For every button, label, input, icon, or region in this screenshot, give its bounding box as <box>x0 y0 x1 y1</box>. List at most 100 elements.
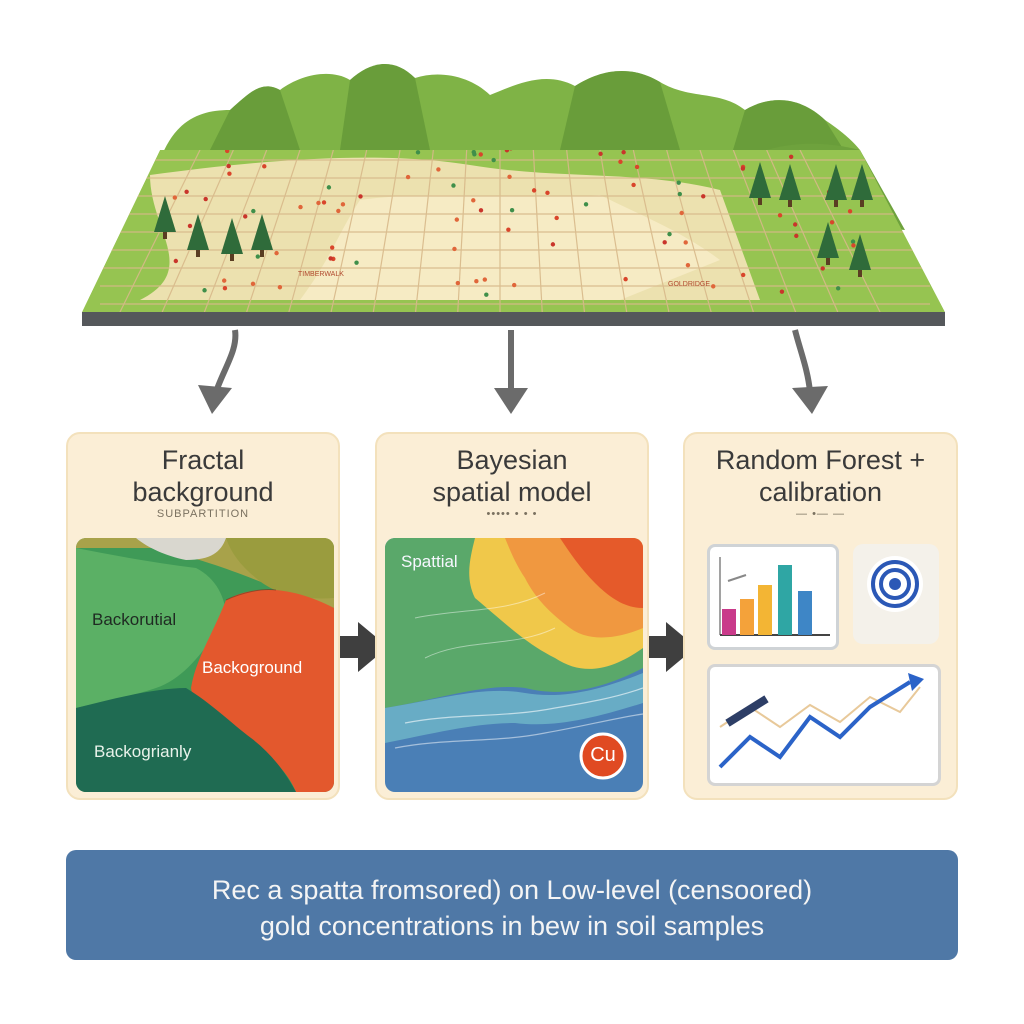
element-badge-circle <box>579 732 627 780</box>
sample-point <box>226 163 231 169</box>
map-grid-line <box>666 150 712 312</box>
sample-point <box>172 195 178 200</box>
tree-icon <box>849 234 871 277</box>
sample-point <box>820 266 825 271</box>
sample-point <box>667 231 672 237</box>
sample-point <box>662 240 667 245</box>
sample-point <box>336 208 341 214</box>
sample-point <box>550 242 556 247</box>
sample-point <box>792 222 798 227</box>
sample-point <box>618 159 623 164</box>
map-grid-line <box>732 150 797 312</box>
down-arrow-left-head <box>198 385 232 414</box>
map-grid-line <box>246 150 301 312</box>
caption-line2: gold concentrations in bew in soil sampl… <box>259 911 765 941</box>
sample-point <box>250 281 256 287</box>
tree-icon <box>187 214 209 257</box>
sample-point <box>506 227 511 232</box>
map-grid-line <box>766 150 839 312</box>
map-grid-line <box>532 150 543 312</box>
sample-point <box>358 194 363 199</box>
sample-point <box>455 280 461 286</box>
tree-icon <box>851 164 873 207</box>
sample-point <box>405 174 411 180</box>
sample-point <box>222 285 228 291</box>
sample-point <box>452 246 457 252</box>
sample-point <box>173 258 179 264</box>
target-icon <box>867 556 923 612</box>
map-grid-line <box>632 150 670 312</box>
map-grid-line <box>799 150 881 312</box>
sample-point <box>850 239 856 244</box>
element-badge-text: Cu <box>590 744 616 766</box>
sample-point <box>471 198 476 203</box>
map-grid-line <box>566 150 586 312</box>
sample-point <box>478 208 484 213</box>
panel-random-forest-calibration: Random Forest + calibration — •— — <box>683 432 958 800</box>
sample-point <box>222 278 227 283</box>
map-label-right: GOLDRIDGE <box>668 281 710 288</box>
spatial-heatmap: Spattial Cu <box>385 538 643 792</box>
down-arrow-right-head <box>792 386 828 414</box>
sample-point <box>491 157 496 163</box>
map-label-left: TIMBERWALK <box>298 271 344 278</box>
sample-point <box>321 200 327 205</box>
sample-point <box>676 180 681 185</box>
sample-point <box>740 166 746 171</box>
sample-point <box>184 189 189 194</box>
sample-point <box>851 243 856 248</box>
sample-point <box>354 260 359 265</box>
trend-chart-card <box>707 664 941 786</box>
panel-title-line1: Fractal <box>161 445 245 475</box>
sample-point <box>711 284 716 289</box>
fractal-region-map: Backorutial Backoground Backogrianly <box>76 538 334 792</box>
sample-point <box>531 188 537 193</box>
sample-point <box>509 208 515 213</box>
bar-chart-card <box>707 544 839 650</box>
sample-point <box>835 286 841 291</box>
panel-subtitle: SUBPARTITION <box>156 508 250 520</box>
sample-point <box>631 182 636 188</box>
caption-banner: Rec a spatta fromsored) on Low-level (ce… <box>66 850 958 960</box>
sample-point <box>251 208 256 214</box>
bar-chart-icon <box>719 557 830 636</box>
map-grid-line <box>599 150 628 312</box>
caption-text: Rec a spatta fromsored) on Low-level (ce… <box>66 872 958 944</box>
sample-point <box>298 204 303 210</box>
tree-icon <box>779 164 801 207</box>
map-grid-line <box>699 150 754 312</box>
sample-point <box>274 250 279 256</box>
tree-icon <box>221 218 243 261</box>
tree-icon <box>817 222 839 265</box>
terrain-map: TIMBERWALK GOLDRIDGE <box>0 0 1024 340</box>
sample-point <box>634 164 640 170</box>
sample-point <box>507 174 512 179</box>
map-grid-line <box>414 150 434 312</box>
sample-point <box>777 213 783 218</box>
panel-bayesian-spatial-model: Bayesian spatial model ••••• • • • Spatt… <box>375 432 649 800</box>
region-label-2: Backoground <box>202 658 303 677</box>
region-label-1: Backorutial <box>92 610 177 629</box>
sample-point <box>545 190 550 196</box>
sample-point <box>701 194 706 199</box>
tree-icon <box>154 196 176 239</box>
map-grid-line <box>288 150 334 312</box>
panel-title-line1: Bayesian <box>456 445 568 475</box>
sample-point <box>187 223 193 229</box>
sample-point <box>326 185 332 190</box>
sample-point <box>478 152 483 157</box>
sample-point <box>243 214 248 219</box>
heatmap-label: Spattial <box>401 552 458 571</box>
sample-point <box>583 202 589 207</box>
down-arrow-middle-head <box>494 388 528 414</box>
sample-point <box>621 150 626 155</box>
sample-point <box>471 150 476 155</box>
panel-subtitle: — •— — <box>796 508 845 520</box>
sample-point <box>685 262 691 268</box>
panel-title: Bayesian spatial model <box>377 444 647 508</box>
sample-point <box>436 167 441 172</box>
sample-point <box>484 292 489 297</box>
sample-point <box>741 272 746 278</box>
tree-icon <box>825 164 847 207</box>
sample-point <box>224 150 230 154</box>
